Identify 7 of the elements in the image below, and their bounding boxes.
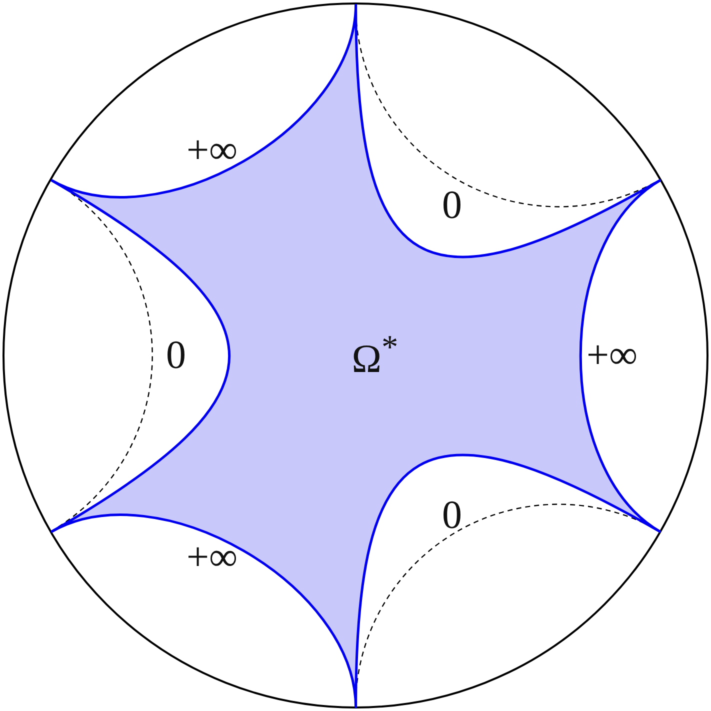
boundary-value-label: 0 <box>442 495 462 535</box>
boundary-value-label: +∞ <box>586 335 638 375</box>
region-label: Ω$^{*}$ <box>352 330 398 380</box>
boundary-value-label: 0 <box>442 185 462 225</box>
boundary-value-label: +∞ <box>186 537 238 577</box>
boundary-value-label: +∞ <box>186 130 238 170</box>
boundary-value-label: 0 <box>166 335 186 375</box>
